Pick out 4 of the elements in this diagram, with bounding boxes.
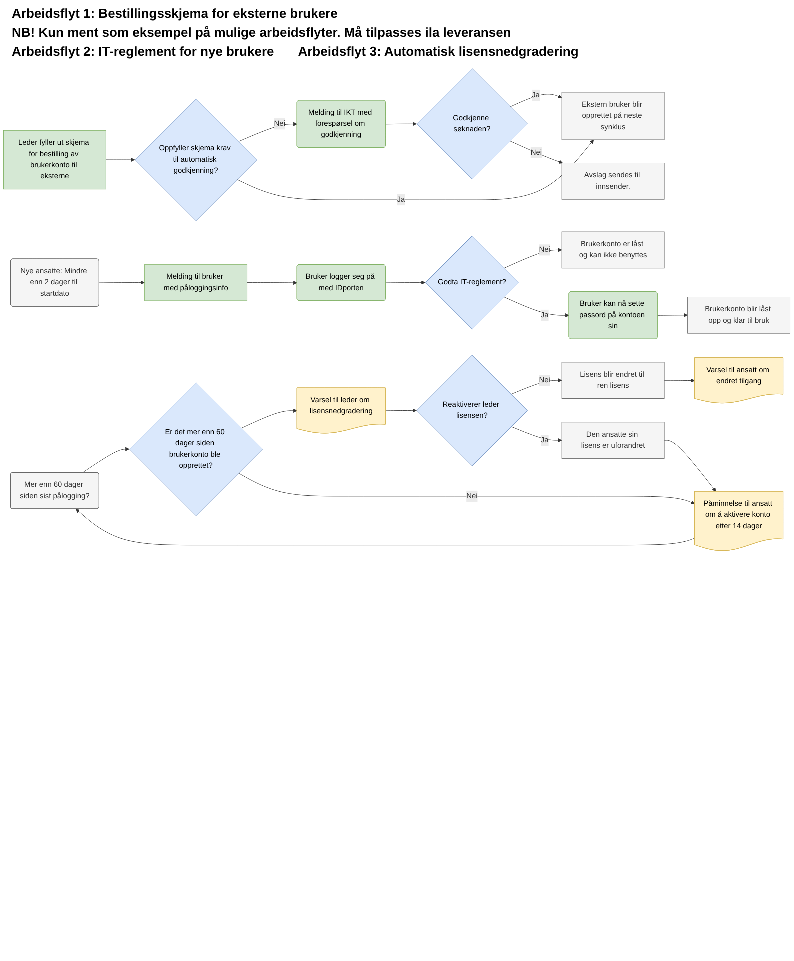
workflow-heading: Arbeidsflyt 3: Automatisk lisensnedgradering bbox=[298, 44, 579, 59]
workflow-heading: Arbeidsflyt 1: Bestillingsskjema for eksterne brukere bbox=[12, 6, 338, 21]
note-text: NB! Kun ment som eksempel på mulige arbeidsflyter. Må tilpasses ila leveransen bbox=[12, 25, 512, 40]
workflow-heading: Arbeidsflyt 2: IT-reglement for nye brukere bbox=[12, 44, 274, 59]
